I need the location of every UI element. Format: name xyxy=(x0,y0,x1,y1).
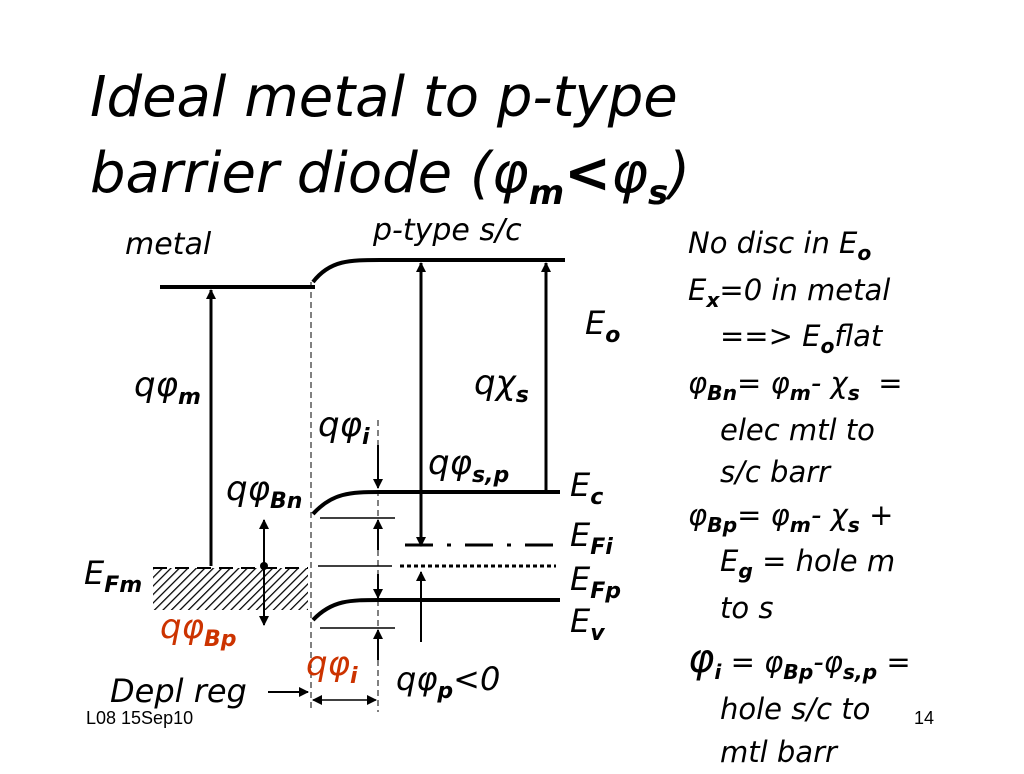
slide-title-line-2: barrier diode (φm<φs) xyxy=(90,141,691,214)
conduction-band-edge xyxy=(311,490,560,516)
e-fi-label: EFi xyxy=(570,516,613,560)
valence-band-edge xyxy=(311,598,560,622)
note-elec-mtl: elec mtl to xyxy=(720,412,875,447)
q-phi-sp-label: qφs,p xyxy=(428,443,509,488)
q-chi-s-label: qχs xyxy=(474,363,529,408)
slide-title-line-1: Ideal metal to p-type xyxy=(90,65,678,130)
semiconductor-label: p-type s/c xyxy=(372,213,522,248)
note-no-disc: No disc in Eo xyxy=(688,226,872,265)
note-eg-hole: Eg = hole m xyxy=(720,544,896,584)
e-fm-label: EFm xyxy=(84,554,142,598)
note-phi-i-eq: φi = φBp-φs,p = xyxy=(688,635,911,684)
note-phi-bp-eq: φBp= φm- χs + xyxy=(688,497,894,537)
q-phi-i-label: qφi xyxy=(318,405,370,450)
metal-filled-states xyxy=(153,568,308,610)
e-o-label: Eo xyxy=(585,304,620,348)
e-fp-label: EFp xyxy=(570,560,621,604)
footer-label: L08 15Sep10 xyxy=(86,708,194,728)
semiconductor-vacuum-level xyxy=(311,258,565,284)
depl-reg-label: Depl reg xyxy=(110,672,247,710)
fermi-point xyxy=(260,562,268,570)
notes-panel: No disc in Eo Ex=0 in metal ==> Eoflat φ… xyxy=(688,222,1018,774)
e-v-label: Ev xyxy=(570,602,605,646)
e-c-label: Ec xyxy=(570,466,603,510)
metal-label: metal xyxy=(125,227,212,262)
page-number: 14 xyxy=(914,708,935,728)
q-phi-m-label: qφm xyxy=(134,365,201,410)
q-phi-bp-label: qφBp xyxy=(160,607,237,652)
note-phi-bn-eq: φBn= φm- χs = xyxy=(688,365,903,405)
q-phi-p-label: qφp<0 xyxy=(396,660,500,704)
note-sc-barr: s/c barr xyxy=(720,455,831,490)
q-phi-bn-label: qφBn xyxy=(226,469,302,514)
q-phi-i-red-label: qφi xyxy=(306,644,358,689)
note-ex-zero: Ex=0 in metal xyxy=(688,272,891,312)
note-eo-flat: ==> Eoflat xyxy=(720,319,883,359)
note-hole-sc: hole s/c to xyxy=(720,692,871,727)
note-to-s: to s xyxy=(720,591,774,625)
note-mtl-barr: mtl barr xyxy=(720,735,837,770)
